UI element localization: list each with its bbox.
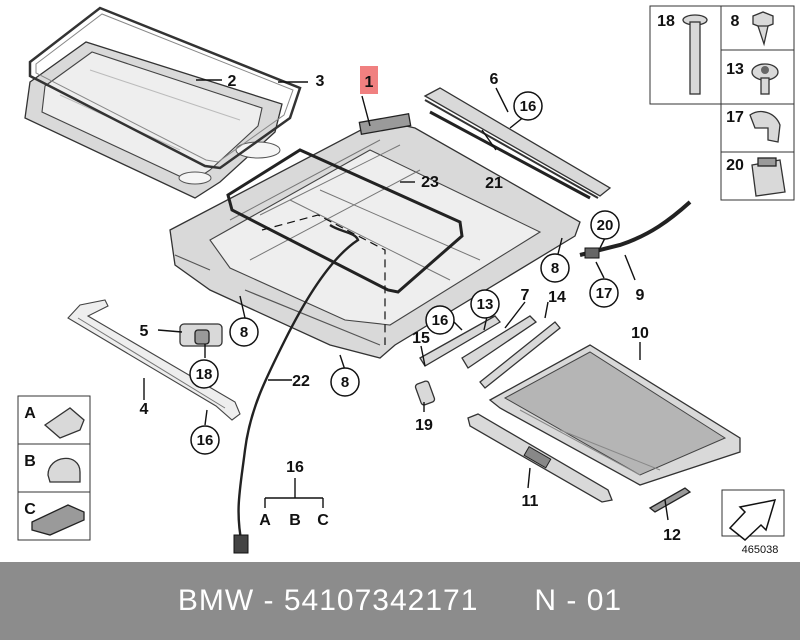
callout-1: 1	[365, 74, 374, 91]
sunroof-frame-part	[169, 112, 581, 359]
callout-circle-16-bottom	[190, 425, 220, 455]
callout-circle-8-left	[229, 317, 259, 347]
callout-14: 14	[548, 289, 566, 306]
variant-label-a-inset: A	[24, 405, 36, 422]
footer-page: N - 01	[534, 584, 623, 617]
variant-label-b-tree: B	[289, 512, 301, 529]
drain-hose-part	[237, 223, 360, 546]
callout-circle-8-right	[540, 253, 570, 283]
callout-3: 3	[316, 73, 325, 90]
callout-9: 9	[636, 287, 645, 304]
callout-circle-16-mid	[425, 305, 455, 335]
callout-4: 4	[140, 401, 149, 418]
callout-circle-17	[589, 278, 619, 308]
footer-part-number: 54107342171	[283, 584, 479, 617]
drain-hose-end-connector	[233, 534, 249, 554]
callout-23: 23	[421, 174, 439, 191]
callout-5: 5	[140, 323, 149, 340]
guide-rail-14-part	[479, 321, 561, 389]
deflector-seal-part	[429, 110, 591, 200]
callout-2: 2	[228, 73, 237, 90]
callout-17: 17	[596, 285, 613, 302]
guide-rail-7-part	[461, 315, 538, 369]
footer-separator: -	[254, 584, 284, 617]
cable-clip-part	[584, 247, 600, 259]
callout-13: 13	[477, 296, 494, 313]
highlight-box-1	[360, 66, 378, 94]
callout-8-bottom: 8	[341, 374, 349, 391]
callout-circle-13	[470, 289, 500, 319]
callout-circle-16-top	[513, 91, 543, 121]
variant-label-c-tree: C	[317, 512, 329, 529]
footer-caption: BMW - 54107342171 N - 01	[178, 584, 622, 618]
callout-circle-8-bottom	[330, 367, 360, 397]
variant-label-a-tree: A	[259, 512, 271, 529]
glass-panel-part	[24, 41, 283, 199]
callout-6: 6	[490, 71, 499, 88]
footer-gap	[478, 584, 534, 617]
arrow-icon	[721, 489, 785, 541]
callout-20: 20	[597, 217, 614, 234]
callout-11: 11	[522, 493, 539, 510]
callout-10: 10	[631, 325, 649, 342]
fastener-inset	[649, 5, 795, 201]
wind-deflector-part	[423, 87, 612, 199]
callout-circle-20	[590, 210, 620, 240]
variant-tree-lines	[264, 478, 324, 508]
sunshade-part	[488, 344, 741, 486]
drain-hose-dashed-outline	[261, 214, 386, 345]
footer-brand: BMW	[177, 584, 255, 617]
footer-bar: BMW - 54107342171 N - 01	[0, 562, 800, 640]
callout-16-top: 16	[520, 98, 537, 115]
inset-callout-18: 18	[657, 13, 675, 30]
inset-callout-13: 13	[726, 61, 744, 78]
inset-callout-8: 8	[731, 13, 740, 30]
callout-21: 21	[485, 175, 503, 192]
drive-cable-part	[579, 200, 692, 257]
callout-18: 18	[196, 366, 213, 383]
callout-16-tree: 16	[286, 459, 304, 476]
callout-8-left: 8	[240, 324, 248, 341]
glass-seal-part	[28, 6, 302, 170]
variant-label-c-inset: C	[24, 501, 36, 518]
callout-circle-18	[189, 359, 219, 389]
variant-inset	[17, 395, 91, 541]
drive-motor-part	[179, 323, 223, 347]
callout-19: 19	[415, 417, 433, 434]
inset-callout-20: 20	[726, 157, 744, 174]
side-rail-part	[67, 299, 241, 421]
callout-22: 22	[292, 373, 310, 390]
callout-7: 7	[521, 287, 530, 304]
parts-diagram: 1 2 3 4 5 6 7 9 10 11 12 14 15 16 19 21 …	[17, 5, 795, 556]
trim-panel-part	[467, 413, 613, 503]
callout-16-mid: 16	[432, 312, 449, 329]
frame-seal-part	[226, 148, 464, 294]
inset-callout-17: 17	[726, 109, 744, 126]
plug-19-part	[414, 380, 436, 406]
callout-15: 15	[412, 330, 430, 347]
reference-number: 465038	[742, 544, 779, 556]
callout-8-right: 8	[551, 260, 559, 277]
variant-label-b-inset: B	[24, 453, 36, 470]
callout-12: 12	[663, 527, 681, 544]
guide-rail-left-part	[419, 315, 501, 367]
callout-16-bottom: 16	[197, 432, 214, 449]
bracket-12-part	[648, 487, 692, 513]
